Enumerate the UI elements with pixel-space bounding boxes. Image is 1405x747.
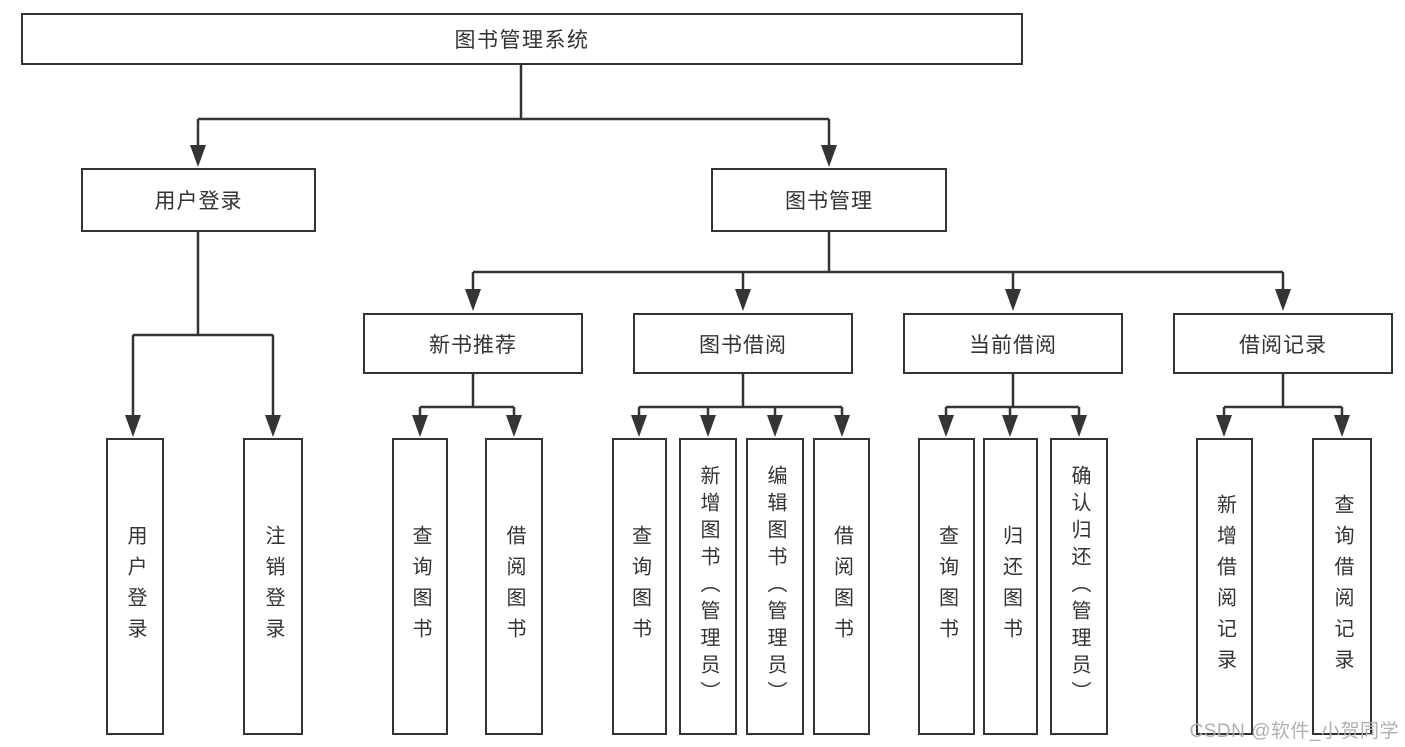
node-label: 新增借阅记录 xyxy=(1213,493,1236,680)
watermark: CSDN @软件_小贺同学 xyxy=(1189,721,1399,742)
node-user-login: 用户登录 xyxy=(81,168,316,232)
leaf-logout: 注销登录 xyxy=(243,438,303,735)
arrow-down-icon xyxy=(821,145,837,167)
arrow-down-icon xyxy=(1216,415,1232,437)
node-label: 编辑图书（管理员） xyxy=(764,465,786,708)
node-label: 借阅图书 xyxy=(503,524,525,649)
arrow-down-icon xyxy=(1275,289,1291,311)
arrow-down-icon xyxy=(1071,415,1087,437)
leaf-query-books-borrow: 查询图书 xyxy=(612,438,667,735)
node-root: 图书管理系统 xyxy=(21,13,1023,65)
node-label: 借阅记录 xyxy=(1239,333,1327,357)
node-borrow-records: 借阅记录 xyxy=(1173,313,1393,374)
node-label: 归还图书 xyxy=(999,524,1022,649)
arrow-down-icon xyxy=(700,415,716,437)
leaf-edit-books-admin: 编辑图书（管理员） xyxy=(746,438,804,735)
node-label: 用户登录 xyxy=(154,190,243,213)
arrow-down-icon xyxy=(465,289,481,311)
arrow-down-icon xyxy=(265,415,281,437)
leaf-user-login: 用户登录 xyxy=(106,438,164,735)
node-label: 新书推荐 xyxy=(429,333,517,357)
node-label: 查询图书 xyxy=(628,524,651,649)
node-book-borrow: 图书借阅 xyxy=(633,313,853,374)
node-label: 图书管理 xyxy=(785,190,873,213)
node-label: 图书借阅 xyxy=(699,333,787,357)
leaf-query-borrow-record: 查询借阅记录 xyxy=(1312,438,1372,735)
arrow-down-icon xyxy=(834,415,850,437)
node-label: 用户登录 xyxy=(124,524,146,649)
node-label: 查询借阅记录 xyxy=(1331,493,1353,680)
leaf-query-books-current: 查询图书 xyxy=(918,438,975,735)
leaf-borrow-books-recommend: 借阅图书 xyxy=(485,438,543,735)
node-label: 当前借阅 xyxy=(969,333,1057,357)
node-book-management: 图书管理 xyxy=(711,168,947,232)
node-label: 确认归还（管理员） xyxy=(1068,465,1090,708)
arrow-down-icon xyxy=(1334,415,1350,437)
leaf-query-books-recommend: 查询图书 xyxy=(392,438,448,735)
node-label: 查询图书 xyxy=(935,524,958,649)
node-label: 借阅图书 xyxy=(830,524,853,649)
node-label: 注销登录 xyxy=(262,524,284,649)
arrow-down-icon xyxy=(412,415,428,437)
node-label: 图书管理系统 xyxy=(454,29,590,52)
leaf-add-books-admin: 新增图书（管理员） xyxy=(679,438,737,735)
leaf-confirm-return-admin: 确认归还（管理员） xyxy=(1050,438,1108,735)
arrow-down-icon xyxy=(506,415,522,437)
arrow-down-icon xyxy=(631,415,647,437)
arrow-down-icon xyxy=(125,415,141,437)
node-label: 新增图书（管理员） xyxy=(697,465,719,708)
node-current-borrow: 当前借阅 xyxy=(903,313,1123,374)
arrow-down-icon xyxy=(1005,289,1021,311)
node-label: 查询图书 xyxy=(409,524,431,649)
arrow-down-icon xyxy=(1002,415,1018,437)
leaf-borrow-books: 借阅图书 xyxy=(813,438,870,735)
arrow-down-icon xyxy=(938,415,954,437)
node-new-book-recommend: 新书推荐 xyxy=(363,313,583,374)
arrow-down-icon xyxy=(767,415,783,437)
arrow-down-icon xyxy=(190,145,206,167)
leaf-add-borrow-record: 新增借阅记录 xyxy=(1196,438,1253,735)
leaf-return-books: 归还图书 xyxy=(983,438,1038,735)
arrow-down-icon xyxy=(735,289,751,311)
